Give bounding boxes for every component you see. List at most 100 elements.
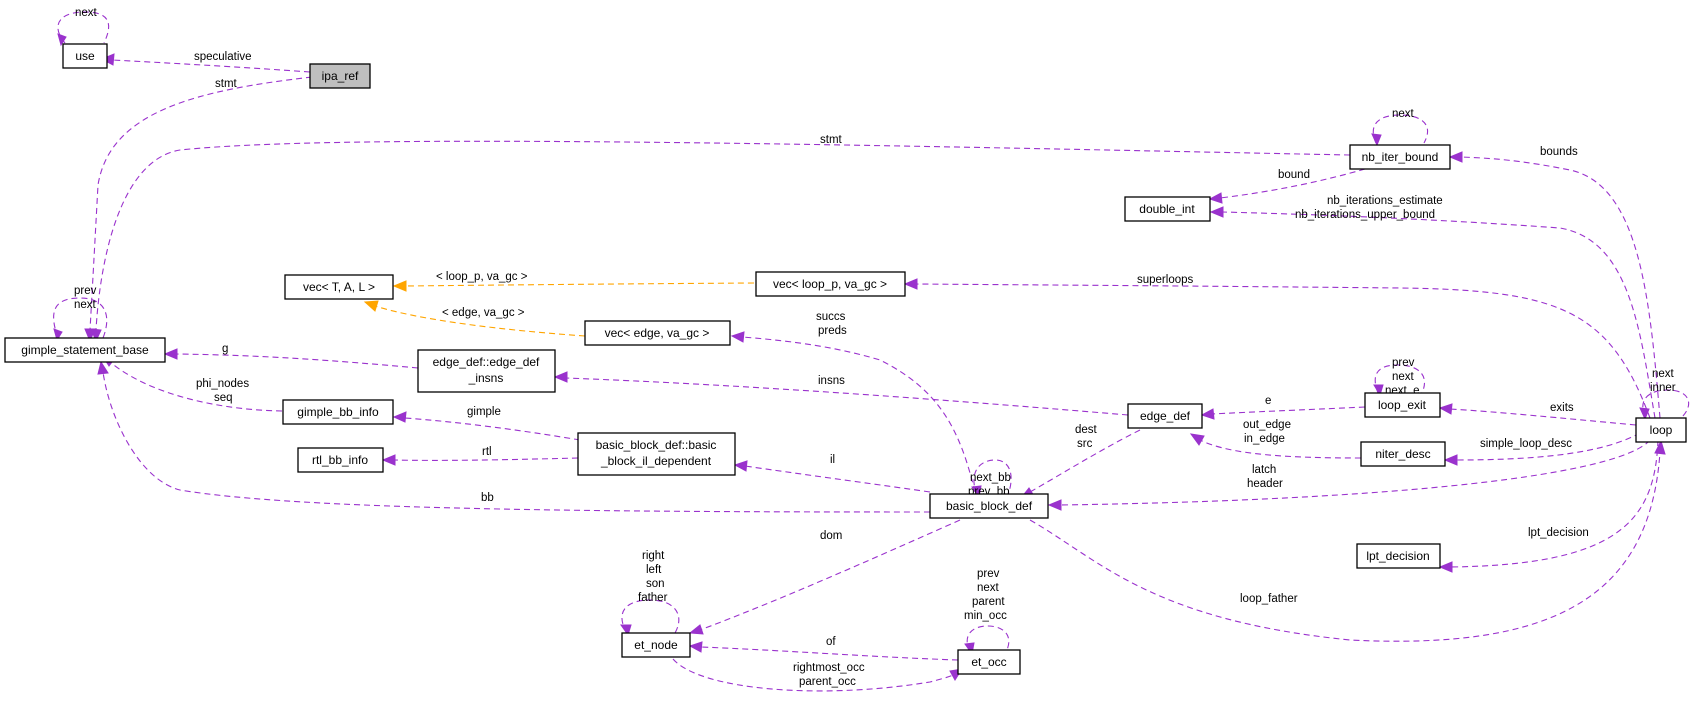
- node-edge-def-label: edge_def: [1140, 409, 1191, 423]
- edge-label-lpt-decision: lpt_decision: [1528, 527, 1589, 539]
- edge-label-next-bb: next_bb: [970, 472, 1011, 484]
- node-loop-exit-label: loop_exit: [1378, 398, 1427, 412]
- edge-label-of: of: [826, 636, 836, 648]
- edge-speculative: speculative: [100, 51, 311, 73]
- node-use[interactable]: use: [62, 43, 108, 69]
- edge-label-edge-va-gc: < edge, va_gc >: [442, 307, 525, 319]
- edge-exits: exits: [1438, 402, 1637, 426]
- node-edge-def-insns[interactable]: edge_def::edge_def _insns: [417, 349, 556, 393]
- edge-label-stmt-ipa: stmt: [215, 78, 238, 90]
- node-niter-desc-label: niter_desc: [1375, 447, 1430, 461]
- edge-label-occ-prev: prev: [977, 568, 1000, 580]
- edge-label-dest: dest: [1075, 424, 1098, 436]
- node-et-node-label: et_node: [634, 638, 678, 652]
- edge-label-exits: exits: [1550, 402, 1574, 414]
- node-edge-def[interactable]: edge_def: [1127, 403, 1203, 429]
- edge-label-rightmost-occ: rightmost_occ: [793, 662, 865, 674]
- node-vec-loop-p[interactable]: vec< loop_p, va_gc >: [755, 271, 906, 297]
- node-loop-label: loop: [1650, 423, 1673, 437]
- edge-label-bound: bound: [1278, 169, 1310, 181]
- edge-label-gimple: gimple: [467, 406, 501, 418]
- edge-label-dom: dom: [820, 530, 842, 542]
- edge-use-next: next: [57, 7, 110, 47]
- node-vec-t-a-l[interactable]: vec< T, A, L >: [284, 274, 394, 300]
- edge-nb-self: next: [1371, 108, 1429, 147]
- edge-label-bb: bb: [481, 492, 494, 504]
- edge-latch-header: latch header: [1047, 439, 1651, 511]
- edge-label-gsb-next: next: [74, 299, 97, 311]
- edge-label-parent-occ: parent_occ: [799, 676, 856, 688]
- edge-e: e: [1200, 395, 1366, 420]
- node-lpt-decision-label: lpt_decision: [1366, 549, 1429, 563]
- edge-label-g: g: [222, 343, 228, 355]
- node-loop[interactable]: loop: [1635, 417, 1687, 443]
- node-vec-edge[interactable]: vec< edge, va_gc >: [584, 320, 731, 346]
- edge-simple-loop-desc: simple_loop_desc: [1443, 432, 1641, 466]
- edge-label-il: il: [830, 454, 835, 466]
- edge-of: of: [688, 636, 959, 661]
- edge-label-in-edge: in_edge: [1244, 433, 1285, 445]
- node-basic-block-def-label: basic_block_def: [946, 499, 1033, 513]
- edge-label-succs: succs: [816, 311, 846, 323]
- edge-label-et-left: left: [646, 564, 662, 576]
- edge-label-rtl: rtl: [482, 446, 492, 458]
- node-gimple-statement-base[interactable]: gimple_statement_base: [4, 337, 166, 363]
- node-double-int[interactable]: double_int: [1124, 196, 1211, 222]
- node-loop-exit[interactable]: loop_exit: [1364, 392, 1441, 418]
- edge-loop-p-template: < loop_p, va_gc >: [392, 271, 755, 292]
- edge-il: il: [733, 454, 931, 493]
- edge-label-loop-p-va-gc: < loop_p, va_gc >: [436, 271, 528, 283]
- edge-label-nb-next: next: [1392, 108, 1415, 120]
- node-gimple-bb-info-label: gimple_bb_info: [297, 405, 379, 419]
- edge-loop-father: loop_father: [1029, 439, 1666, 642]
- node-vec-t-a-l-label: vec< T, A, L >: [303, 280, 375, 294]
- node-nb-iter-bound[interactable]: nb_iter_bound: [1349, 144, 1451, 170]
- edge-label-out-edge: out_edge: [1243, 419, 1291, 431]
- edge-label-e: e: [1265, 395, 1271, 407]
- edge-insns: insns: [553, 371, 1129, 416]
- node-rtl-bb-info[interactable]: rtl_bb_info: [297, 447, 384, 473]
- edge-dest-src: dest src: [1019, 424, 1141, 499]
- node-bb-il-dependent[interactable]: basic_block_def::basic _block_il_depende…: [577, 432, 736, 476]
- node-gimple-bb-info[interactable]: gimple_bb_info: [282, 399, 394, 425]
- edge-dom: dom: [688, 519, 961, 635]
- node-rtl-bb-info-label: rtl_bb_info: [312, 453, 368, 467]
- edge-bounds: bounds: [1448, 146, 1661, 419]
- node-vec-edge-label: vec< edge, va_gc >: [605, 326, 710, 340]
- node-use-label: use: [75, 49, 95, 63]
- edge-nb-iterations: nb_iterations_estimate nb_iterations_upp…: [1209, 195, 1656, 419]
- node-gimple-statement-base-label: gimple_statement_base: [21, 343, 149, 357]
- node-et-occ[interactable]: et_occ: [957, 649, 1021, 675]
- node-vec-loop-p-label: vec< loop_p, va_gc >: [773, 277, 887, 291]
- edge-succs-preds: succs preds: [730, 311, 976, 493]
- edge-stmt-nb: stmt: [90, 134, 1351, 343]
- edge-label-et-father: father: [638, 592, 668, 604]
- edge-label-simple-loop-desc: simple_loop_desc: [1480, 438, 1572, 450]
- node-edge-def-insns-label-1: edge_def::edge_def: [433, 355, 540, 369]
- edge-rtl: rtl: [381, 446, 579, 466]
- node-double-int-label: double_int: [1139, 202, 1195, 216]
- node-niter-desc[interactable]: niter_desc: [1360, 441, 1446, 467]
- edge-out-in-edge: out_edge in_edge: [1189, 419, 1362, 459]
- edge-loop-self: next inner: [1639, 368, 1690, 421]
- edge-edge-template: < edge, va_gc >: [363, 300, 586, 337]
- node-ipa-ref[interactable]: ipa_ref: [309, 63, 371, 89]
- node-ipa-ref-label: ipa_ref: [322, 69, 359, 83]
- node-bb-il-dependent-label-2: _block_il_dependent: [600, 454, 712, 468]
- edge-et-occ-self: prev next parent min_occ: [964, 568, 1010, 656]
- edge-lpt-decision: lpt_decision: [1438, 439, 1659, 573]
- edge-label-occ-parent: parent: [972, 596, 1005, 608]
- edge-stmt-ipa: stmt: [84, 76, 313, 343]
- edge-superloops: superloops: [903, 274, 1651, 419]
- node-lpt-decision[interactable]: lpt_decision: [1356, 543, 1441, 569]
- edge-label-le-prev: prev: [1392, 357, 1415, 369]
- node-et-node[interactable]: et_node: [621, 632, 691, 658]
- edge-label-superloops: superloops: [1137, 274, 1194, 286]
- node-basic-block-def[interactable]: basic_block_def: [929, 493, 1049, 519]
- edge-label-speculative: speculative: [194, 51, 252, 63]
- edge-label-src: src: [1077, 438, 1093, 450]
- edge-label-le-next: next: [1392, 371, 1415, 383]
- edge-label-use-next: next: [75, 7, 98, 19]
- edge-gsb-self: prev next: [53, 285, 108, 342]
